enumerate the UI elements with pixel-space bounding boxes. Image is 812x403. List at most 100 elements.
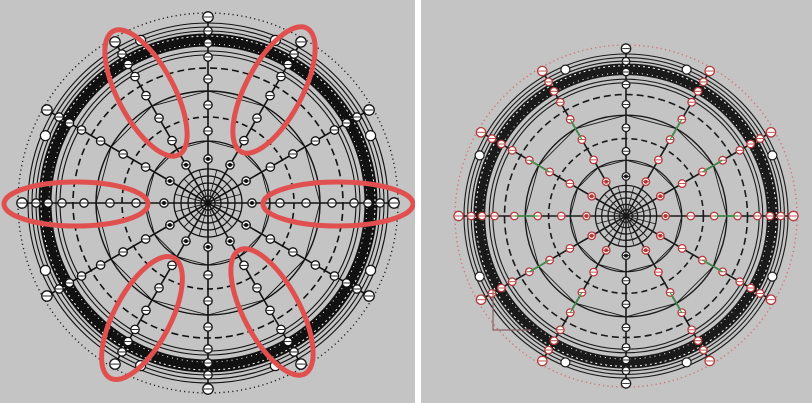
hub-spoke	[630, 220, 648, 238]
outer-marker[interactable]	[39, 264, 51, 276]
highlight-ellipse	[230, 24, 318, 156]
control-point-dot	[250, 201, 254, 205]
chord	[153, 148, 178, 173]
chord	[538, 266, 576, 304]
chord	[597, 263, 627, 273]
control-point-dot	[167, 179, 172, 183]
outer-marker[interactable]	[560, 357, 571, 368]
left-viewport[interactable]	[0, 0, 415, 403]
control-point-dot	[228, 162, 232, 167]
chord	[625, 159, 655, 169]
chord	[575, 302, 627, 318]
outer-marker[interactable]	[767, 271, 778, 282]
chord	[524, 215, 540, 267]
chord	[597, 159, 627, 169]
highlight-group	[1, 24, 415, 382]
hub-spoke	[631, 200, 653, 214]
hub-spoke	[213, 206, 238, 221]
control-point-dot	[624, 253, 628, 258]
control-point-dot	[604, 179, 609, 184]
wheel-geometry	[453, 43, 799, 389]
viewport-divider	[415, 0, 421, 403]
control-point-dot	[162, 201, 166, 205]
hub-spoke	[617, 221, 625, 246]
hub-spoke	[211, 173, 226, 198]
right-wheel-drawing[interactable]	[421, 0, 812, 403]
control-point-dot	[206, 157, 210, 161]
hub-spoke	[596, 207, 621, 215]
outer-marker[interactable]	[767, 150, 778, 161]
hub-spoke	[198, 170, 207, 197]
hub-spoke	[599, 218, 621, 232]
chord	[653, 243, 675, 265]
hub-spoke	[190, 208, 205, 233]
hub-spoke	[209, 170, 218, 197]
chord	[176, 256, 209, 266]
hub-spoke	[183, 207, 204, 228]
green-segment	[529, 159, 550, 173]
outer-marker[interactable]	[474, 150, 485, 161]
chord	[95, 202, 112, 260]
highlight-ellipse	[99, 254, 185, 382]
highlight-ellipse	[102, 27, 190, 159]
outer-marker[interactable]	[560, 64, 571, 75]
chord	[575, 114, 627, 130]
highlight-ellipse	[260, 179, 415, 229]
wheel-geometry	[16, 11, 400, 395]
control-point-dot	[228, 239, 232, 244]
chord	[625, 114, 677, 130]
green-segment	[529, 259, 550, 273]
chord	[673, 187, 683, 217]
chord	[153, 233, 178, 258]
green-segment	[702, 259, 723, 273]
highlight-ellipse	[228, 246, 316, 378]
hub-spoke	[190, 173, 205, 198]
hub-spoke	[628, 221, 642, 243]
chord	[207, 90, 265, 107]
control-point-dot	[244, 223, 249, 227]
chord	[538, 128, 576, 166]
outer-marker[interactable]	[365, 130, 377, 142]
chord	[577, 243, 599, 265]
hub-spoke	[630, 194, 648, 212]
chord	[712, 215, 728, 267]
outer-marker[interactable]	[365, 264, 377, 276]
hub-spoke	[213, 185, 238, 200]
outer-marker[interactable]	[681, 64, 692, 75]
gizmo	[492, 290, 531, 331]
hub-spoke	[610, 221, 624, 243]
hub-spoke	[214, 204, 241, 213]
chord	[261, 202, 271, 235]
control-point-dot	[584, 214, 589, 218]
chord	[569, 215, 579, 245]
hub-spoke	[631, 207, 656, 215]
outer-marker[interactable]	[474, 271, 485, 282]
outer-marker[interactable]	[39, 130, 51, 142]
hub-spoke	[178, 206, 203, 221]
control-point-dot	[658, 233, 663, 238]
hub-spoke	[610, 189, 624, 211]
control-point-dot	[643, 179, 648, 184]
control-point-dot	[658, 194, 663, 199]
control-point-dot	[589, 233, 594, 238]
hub-spoke	[198, 209, 207, 236]
hub-spoke	[178, 185, 203, 200]
chord	[151, 299, 209, 316]
hub-spoke	[617, 186, 625, 211]
green-segment	[702, 159, 723, 173]
green-segment	[669, 119, 683, 140]
hub-spoke	[627, 186, 635, 211]
right-viewport[interactable]	[421, 0, 812, 403]
control-point-dot	[663, 214, 668, 218]
outer-marker[interactable]	[681, 357, 692, 368]
hub-spoke	[183, 178, 204, 199]
control-point-dot	[184, 239, 188, 244]
hub-spoke	[175, 204, 202, 213]
hub-spoke	[628, 189, 642, 211]
green-segment	[569, 292, 583, 313]
chord	[238, 233, 263, 258]
chord	[653, 167, 675, 189]
control-point-dot	[643, 248, 648, 253]
control-point-dot	[184, 162, 188, 167]
left-wheel-drawing[interactable]	[0, 0, 415, 403]
